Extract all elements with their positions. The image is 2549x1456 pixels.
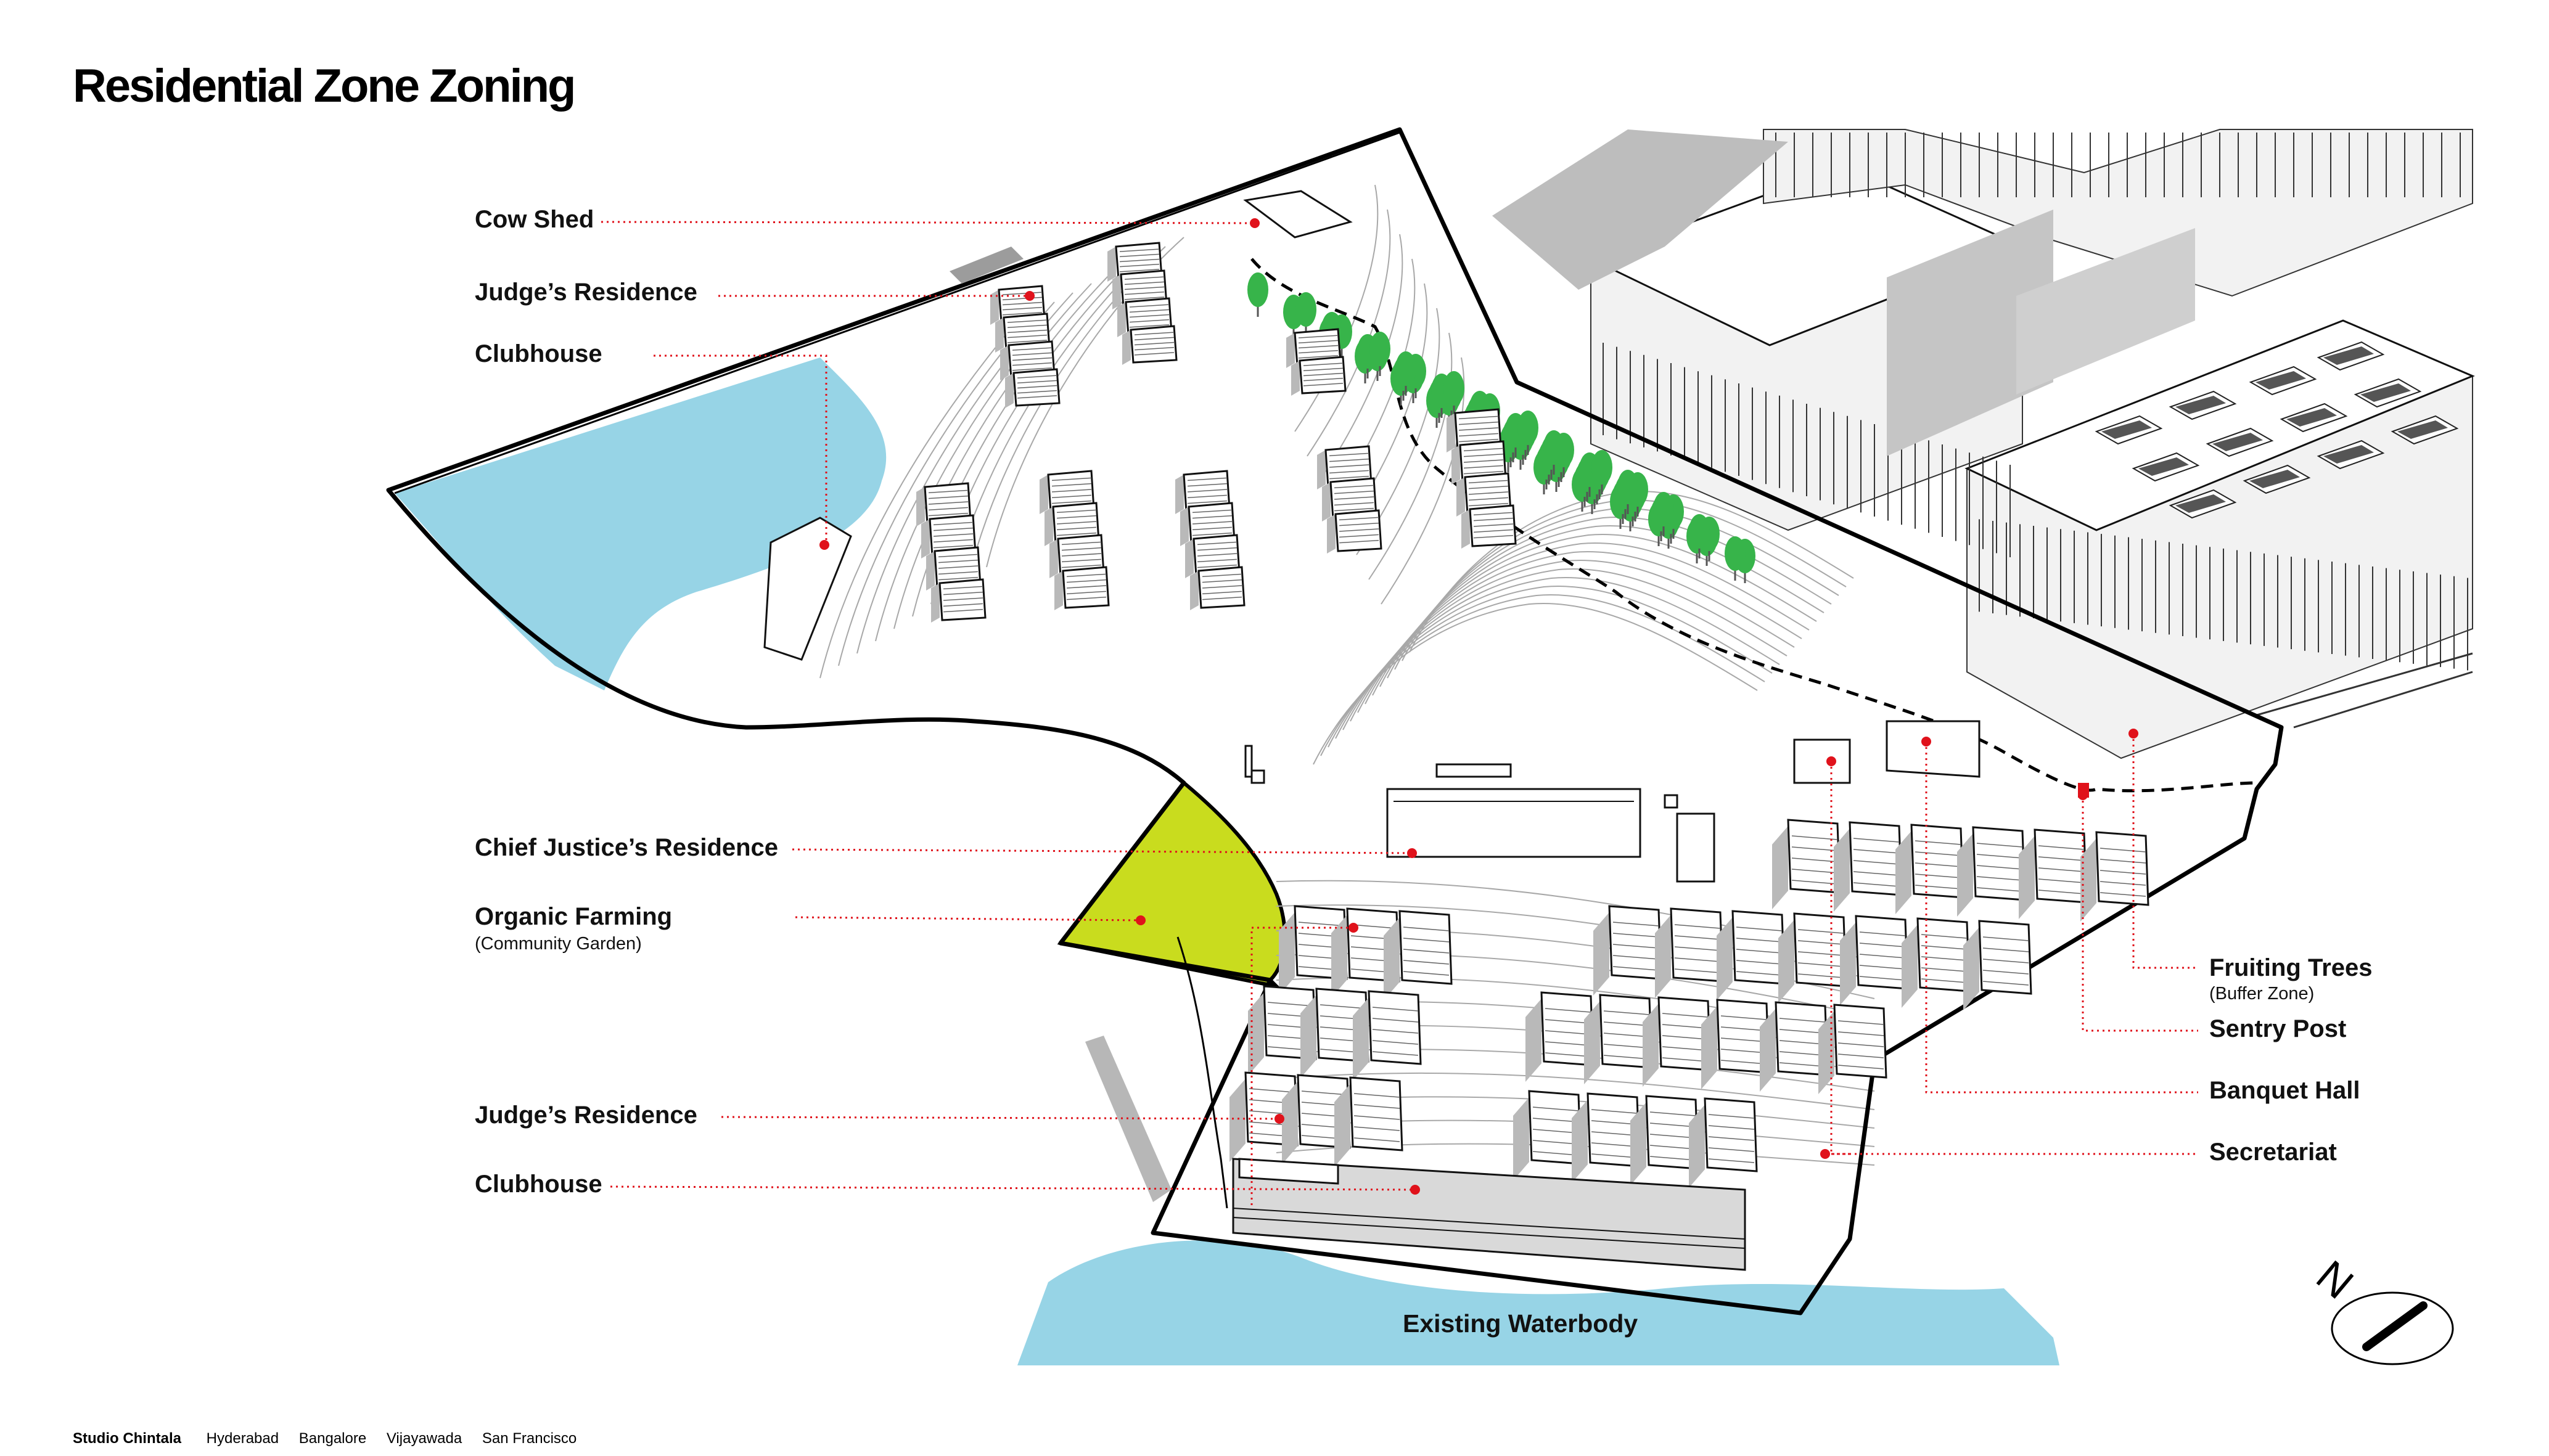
neighbouring-campus <box>1492 129 2475 759</box>
site-boundary <box>386 127 2284 1315</box>
label-secretariat: Secretariat <box>2209 1139 2337 1166</box>
label-organic-farming-sub: (Community Garden) <box>475 934 642 954</box>
label-banquet-hall: Banquet Hall <box>2209 1077 2360 1104</box>
label-existing-waterbody: Existing Waterbody <box>1403 1309 1638 1338</box>
footer-city: Vijayawada <box>386 1430 462 1447</box>
label-clubhouse-top: Clubhouse <box>475 340 602 367</box>
fruiting-trees <box>1247 272 1755 583</box>
footer-city: Hyderabad <box>206 1430 279 1447</box>
label-sentry-post: Sentry Post <box>2209 1015 2346 1042</box>
footer-city: Bangalore <box>298 1430 367 1447</box>
label-organic-farming: Organic Farming <box>475 903 672 930</box>
footer: Studio Chintala Hyderabad Bangalore Vija… <box>73 1430 593 1447</box>
existing-waterbody <box>1017 1240 2059 1365</box>
label-judges-residence-top: Judge’s Residence <box>475 279 697 306</box>
right-labels: Fruiting Trees (Buffer Zone) Sentry Post… <box>2209 954 2373 1166</box>
organic-farming-plot <box>1057 780 1287 989</box>
special-buildings <box>763 190 2089 1271</box>
label-cow-shed: Cow Shed <box>475 206 594 233</box>
left-labels: Cow Shed Judge’s Residence Clubhouse Chi… <box>475 206 778 1198</box>
footer-studio: Studio Chintala <box>73 1430 181 1447</box>
north-letter: N <box>2307 1251 2362 1308</box>
label-clubhouse-bottom: Clubhouse <box>475 1171 602 1198</box>
label-judges-residence-bottom: Judge’s Residence <box>475 1102 697 1129</box>
label-fruiting-trees-sub: (Buffer Zone) <box>2209 984 2314 1004</box>
footer-city: San Francisco <box>482 1430 577 1447</box>
leader-lines <box>601 218 2198 1208</box>
upper-lake <box>395 358 887 690</box>
page-title: Residential Zone Zoning <box>73 60 576 112</box>
label-fruiting-trees: Fruiting Trees <box>2209 954 2373 981</box>
label-chief-justice-residence: Chief Justice’s Residence <box>475 834 778 861</box>
residential-blocks <box>916 242 2149 1188</box>
north-arrow-icon: N <box>2307 1251 2454 1365</box>
